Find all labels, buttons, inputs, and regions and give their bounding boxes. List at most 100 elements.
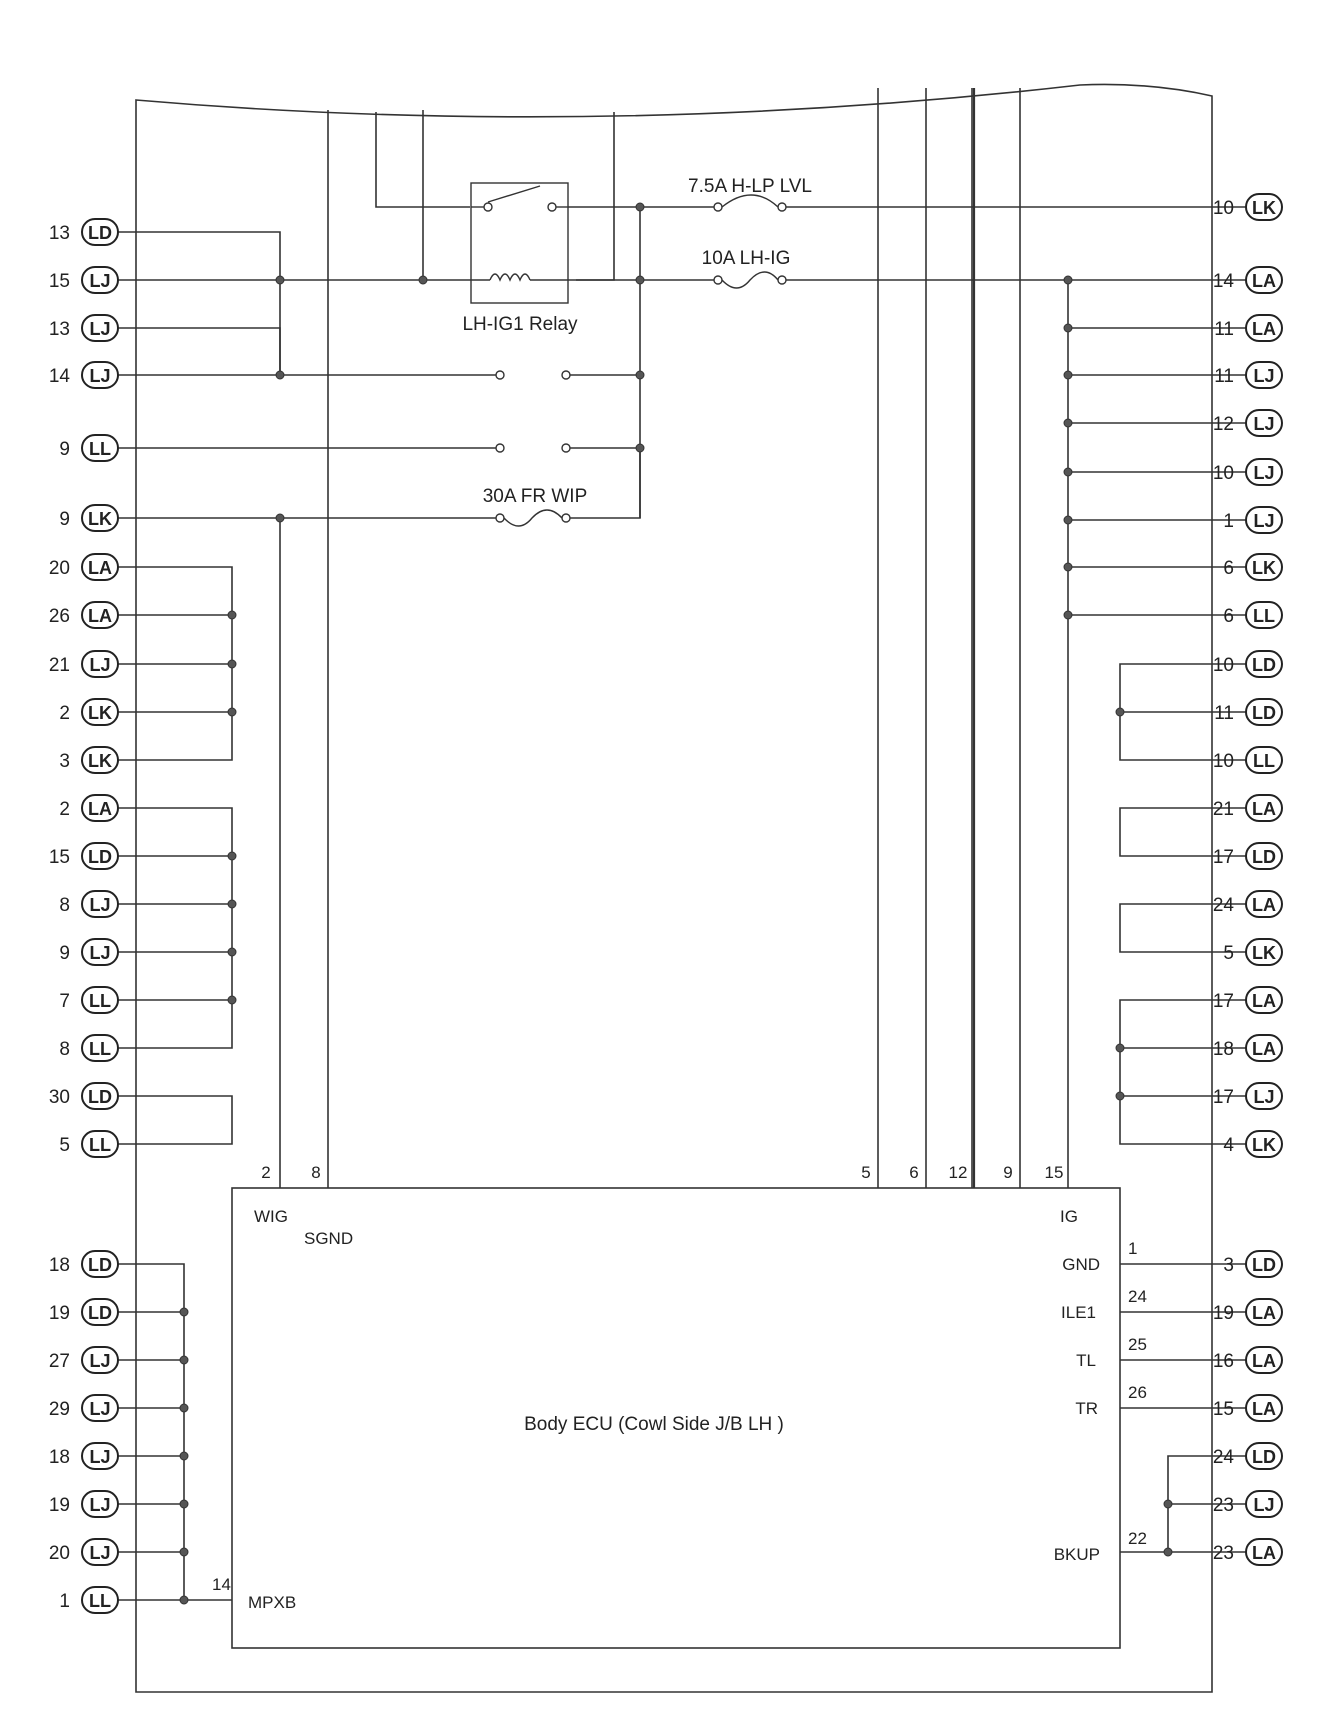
fuse-symbols: 7.5A H-LP LVL 10A LH-IG 30A FR WIP: [483, 176, 812, 527]
left-terminal-17: 30 LD: [49, 1082, 136, 1110]
left-terminal-25: 20 LJ: [49, 1538, 136, 1566]
terminal-connector: LJ: [1253, 1087, 1274, 1107]
terminal-connector: LK: [1252, 943, 1276, 963]
terminal-connector: LJ: [89, 1543, 110, 1563]
terminal-connector: LL: [89, 1039, 111, 1059]
terminal-pin: 1: [1223, 511, 1234, 532]
terminal-connector: LD: [88, 1255, 112, 1275]
terminal-pin: 6: [1223, 558, 1234, 579]
terminal-pin: 17: [1213, 991, 1234, 1012]
terminal-pin: 14: [49, 366, 71, 387]
ecu-pin-num-bkup: 22: [1128, 1529, 1147, 1548]
terminal-connector: LK: [88, 703, 112, 723]
terminal-pin: 26: [49, 606, 70, 627]
terminal-connector: LD: [88, 1087, 112, 1107]
ecu-pin-name-gnd: GND: [1062, 1255, 1100, 1274]
terminal-pin: 13: [49, 223, 70, 244]
right-terminal-5: 10 LJ: [1212, 458, 1283, 486]
terminal-pin: 8: [59, 895, 70, 916]
terminal-connector: LL: [89, 439, 111, 459]
terminal-connector: LJ: [89, 895, 110, 915]
terminal-connector: LA: [1252, 1039, 1276, 1059]
terminal-pin: 10: [1213, 463, 1234, 484]
ecu-pin-num-wig: 2: [261, 1163, 270, 1182]
terminal-pin: 23: [1213, 1495, 1234, 1516]
terminal-pin: 9: [59, 509, 70, 530]
terminal-connector: LJ: [1253, 1495, 1274, 1515]
terminal-pin: 18: [49, 1255, 70, 1276]
terminal-connector: LJ: [89, 271, 110, 291]
terminal-pin: 15: [1213, 1399, 1234, 1420]
terminal-connector: LD: [1252, 847, 1276, 867]
terminal-connector: LA: [1252, 1543, 1276, 1563]
fuse-lh-ig-label: 10A LH-IG: [702, 248, 791, 269]
left-terminal-19: 18 LD: [49, 1250, 136, 1278]
left-terminal-1: 15 LJ: [49, 266, 136, 294]
terminal-pin: 5: [59, 1135, 70, 1156]
terminal-connector: LA: [1252, 991, 1276, 1011]
terminal-pin: 16: [1213, 1351, 1234, 1372]
ecu-pin-num-tr: 26: [1128, 1383, 1147, 1402]
terminal-pin: 21: [49, 655, 70, 676]
ecu-pin-num-tl: 25: [1128, 1335, 1147, 1354]
terminal-connector: LJ: [1253, 463, 1274, 483]
terminal-pin: 20: [49, 558, 70, 579]
ecu-pin-name-sgnd: SGND: [304, 1229, 353, 1248]
terminal-pin: 11: [1214, 703, 1234, 724]
right-terminal-15: 5 LK: [1212, 938, 1283, 966]
terminal-pin: 2: [59, 703, 70, 724]
terminal-pin: 12: [1213, 414, 1234, 435]
terminal-pin: 5: [1223, 943, 1234, 964]
terminal-pin: 15: [49, 271, 70, 292]
terminal-connector: LK: [88, 509, 112, 529]
left-terminal-23: 18 LJ: [49, 1442, 136, 1470]
relay-label: LH-IG1 Relay: [462, 314, 578, 335]
right-terminal-10: 11 LD: [1212, 698, 1283, 726]
terminal-connector: LA: [1252, 895, 1276, 915]
ecu-pin-name-bkup: BKUP: [1054, 1545, 1100, 1564]
terminal-pin: 10: [1213, 751, 1234, 772]
terminal-connector: LL: [1253, 606, 1275, 626]
terminal-connector: LJ: [89, 1447, 110, 1467]
terminal-connector: LD: [88, 1303, 112, 1323]
terminal-pin: 13: [49, 319, 70, 340]
trunk-lines: [279, 88, 1069, 1188]
terminal-connector: LA: [1252, 271, 1276, 291]
terminal-pin: 4: [1223, 1135, 1234, 1156]
terminal-connector: LA: [1252, 319, 1276, 339]
right-splice-groups: [1068, 327, 1212, 1553]
terminal-connector: LD: [1252, 703, 1276, 723]
switch-contacts: [495, 370, 571, 453]
fuse-hlp-lvl-label: 7.5A H-LP LVL: [688, 176, 812, 197]
fuse-fr-wip-label: 30A FR WIP: [483, 486, 588, 507]
ecu-pin-num-6: 6: [909, 1163, 918, 1182]
ecu-pin-name-wig: WIG: [254, 1207, 288, 1226]
right-terminal-25: 23 LJ: [1212, 1490, 1283, 1518]
terminal-pin: 20: [49, 1543, 70, 1564]
terminal-pin: 24: [1213, 1447, 1235, 1468]
ecu-pin-num-9: 9: [1003, 1163, 1012, 1182]
terminal-pin: 29: [49, 1399, 70, 1420]
terminal-connector: LJ: [89, 1495, 110, 1515]
ecu-pin-num-5: 5: [861, 1163, 870, 1182]
terminal-pin: 18: [49, 1447, 70, 1468]
terminal-pin: 19: [1213, 1303, 1234, 1324]
terminal-pin: 30: [49, 1087, 70, 1108]
